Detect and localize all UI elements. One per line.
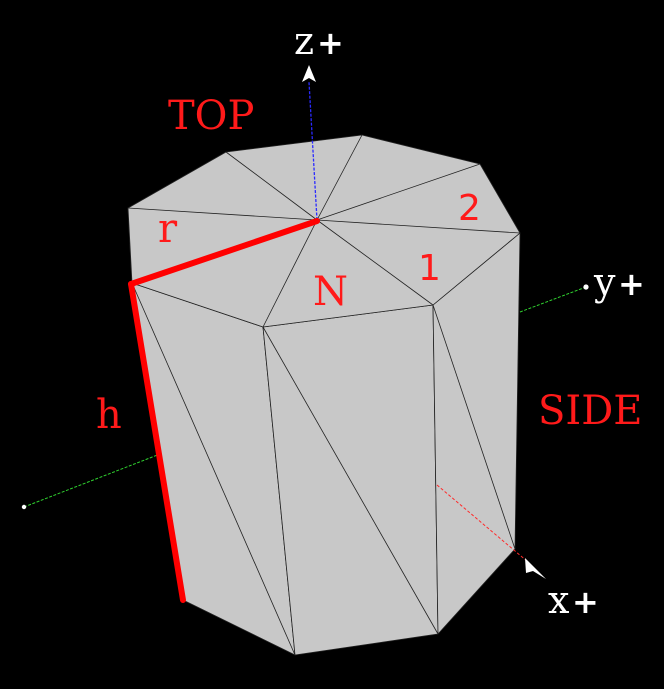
z-axis-arrow [302, 65, 316, 82]
spoke-2 [225, 151, 318, 221]
spoke-3 [316, 134, 363, 221]
side-diag-2 [262, 326, 439, 635]
spoke-6 [316, 219, 434, 306]
label-top: TOP [168, 93, 254, 139]
side-diag-3 [432, 304, 516, 550]
x-axis-letter: x [548, 578, 569, 622]
prism-sides [127, 207, 521, 656]
y-axis-arrow [583, 284, 589, 290]
spoke-4 [316, 163, 481, 221]
label-radius: r [158, 206, 178, 252]
label-height: h [96, 392, 122, 438]
x-axis-label: x + [548, 578, 599, 622]
label-facet-2: 2 [458, 188, 481, 229]
spoke-7 [262, 219, 318, 328]
label-facet-1: 1 [418, 248, 441, 289]
spoke-5 [316, 219, 521, 234]
z-axis-label: z + [294, 19, 344, 63]
y-axis-letter: y [593, 260, 616, 304]
label-normal: N [313, 269, 348, 315]
y-axis-line-right [519, 286, 587, 313]
side-diag-1 [131, 282, 296, 656]
x-axis-sign: + [572, 583, 599, 621]
height-highlight [128, 281, 186, 603]
y-axis-label: y + [593, 260, 645, 304]
y-axis-origin-point [21, 504, 27, 510]
y-axis-line-left [23, 453, 161, 508]
radius-highlight [128, 218, 320, 287]
z-axis-sign: + [317, 24, 344, 62]
z-axis-line [308, 81, 318, 221]
x-axis-arrow [525, 558, 546, 579]
z-axis-letter: z [294, 19, 314, 63]
label-side: SIDE [538, 388, 642, 434]
y-axis-sign: + [618, 265, 645, 303]
prism-top [127, 134, 521, 328]
spoke-1 [127, 207, 318, 221]
